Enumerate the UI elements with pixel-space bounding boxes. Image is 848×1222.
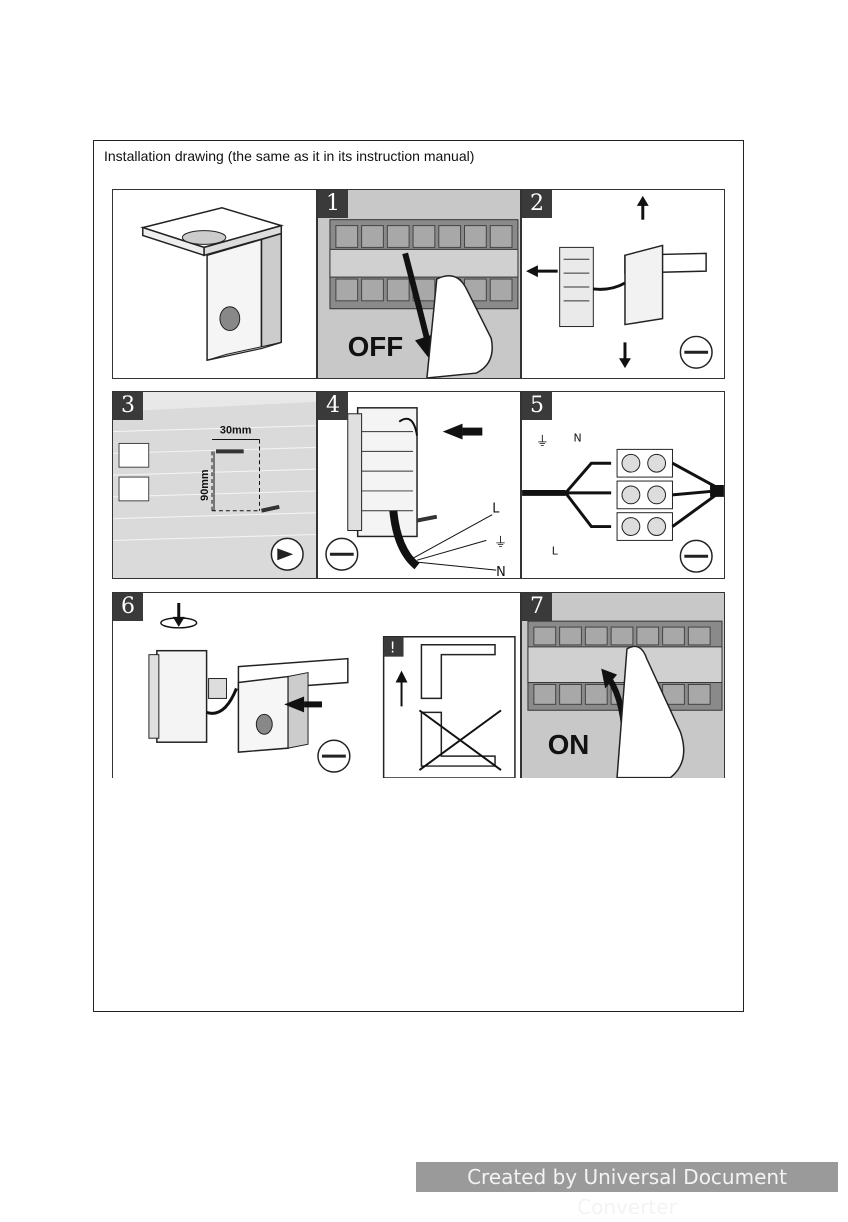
wiring-illustration: ⏚ N L xyxy=(522,431,724,573)
panel-step-1: OFF 1 xyxy=(317,189,521,379)
attach-lamp-illustration: ! xyxy=(148,602,516,778)
installation-frame xyxy=(93,140,744,1012)
step-1-label: OFF xyxy=(348,331,403,362)
step-4-earth-symbol: ⏚ xyxy=(494,535,507,550)
drill-holes-illustration: 30mm 90mm xyxy=(113,392,316,578)
dim-vertical-label: 90mm xyxy=(199,469,211,500)
panel-step-4: L ⏚ N 4 xyxy=(317,391,521,579)
warning-mark: ! xyxy=(390,639,396,657)
panel-step-6: ! 6 xyxy=(112,592,521,778)
step-4-wire-l: L xyxy=(492,502,500,517)
step-3-number: 3 xyxy=(113,392,143,420)
step-4-wire-n: N xyxy=(496,565,506,578)
step-7-label: ON xyxy=(548,729,590,760)
step-5-number: 5 xyxy=(522,392,552,420)
panel-step-5: ⏚ N L 5 xyxy=(521,391,725,579)
dim-horizontal-label: 30mm xyxy=(220,425,251,437)
step-2-number: 2 xyxy=(522,190,552,218)
panel-step-2: 2 xyxy=(521,189,725,379)
step-1-number: 1 xyxy=(318,190,348,218)
lamp-illustration xyxy=(140,207,284,362)
breaker-on-illustration: ON xyxy=(527,620,723,778)
panel-step-3: 30mm 90mm 3 xyxy=(112,391,317,579)
remove-cover-illustration xyxy=(526,195,713,369)
step-6-number: 6 xyxy=(113,593,143,621)
step-5-wire-n: N xyxy=(574,431,582,444)
step-5-earth-symbol: ⏚ xyxy=(536,434,549,449)
mount-base-illustration: L ⏚ N xyxy=(325,407,507,578)
panel-step-7: ON 7 xyxy=(521,592,725,778)
step-7-number: 7 xyxy=(522,593,552,621)
panel-lamp-product xyxy=(112,189,317,379)
watermark-banner: Created by Universal Document Converter xyxy=(416,1162,838,1219)
page-heading: Installation drawing (the same as it in … xyxy=(104,148,475,164)
breaker-off-illustration: OFF xyxy=(329,219,519,378)
step-5-wire-l: L xyxy=(552,544,558,557)
step-4-number: 4 xyxy=(318,392,348,420)
